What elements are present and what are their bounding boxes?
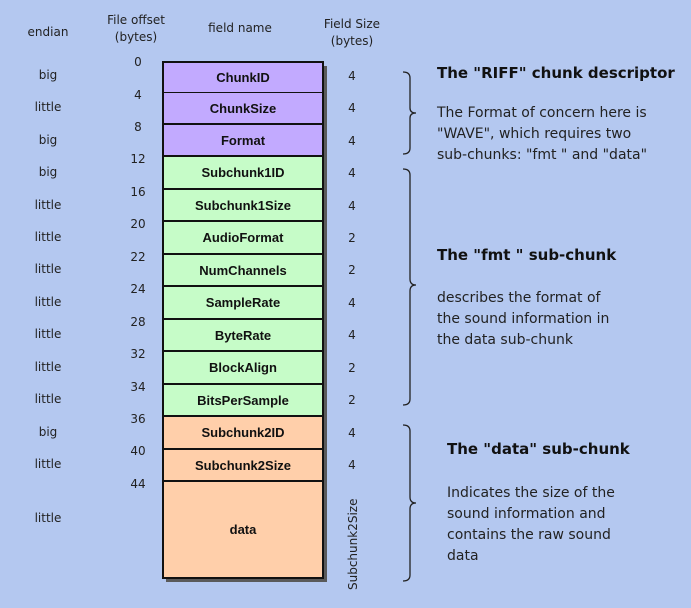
- field-subchunk1id: Subchunk1ID: [162, 157, 324, 190]
- offset-label: 4: [134, 88, 142, 102]
- field-chunksize: ChunkSize: [162, 93, 324, 125]
- endian-label: little: [34, 457, 62, 471]
- field-size-label: 4: [348, 458, 356, 472]
- offset-label: 44: [130, 477, 146, 491]
- field-size-label: 4: [348, 134, 356, 148]
- field-numchannels: NumChannels: [162, 255, 324, 287]
- field-size-label: 4: [348, 166, 356, 180]
- field-subchunk2id: Subchunk2ID: [162, 417, 324, 450]
- endian-label: big: [38, 68, 58, 82]
- field-subchunk1size: Subchunk1Size: [162, 190, 324, 222]
- offset-label: 0: [134, 55, 142, 69]
- field-size-label: 2: [348, 231, 356, 245]
- endian-label: little: [34, 392, 62, 406]
- file-offset-header: File offset (bytes): [96, 12, 176, 46]
- offset-label: 24: [130, 282, 146, 296]
- offset-label: 16: [130, 185, 146, 199]
- endian-label: little: [34, 360, 62, 374]
- field-subchunk2size: Subchunk2Size: [162, 450, 324, 482]
- endian-header: endian: [27, 25, 69, 39]
- field-audioformat: AudioFormat: [162, 222, 324, 255]
- field-size-label: 4: [348, 199, 356, 213]
- fmt-brace-icon: [402, 168, 417, 406]
- endian-label: little: [34, 262, 62, 276]
- field-format: Format: [162, 125, 324, 157]
- endian-label: big: [38, 133, 58, 147]
- field-size-label: 4: [348, 69, 356, 83]
- field-size-header-line1: Field Size: [323, 17, 381, 31]
- endian-label: little: [34, 511, 62, 525]
- offset-label: 12: [130, 152, 146, 166]
- field-data: data: [162, 482, 324, 579]
- offset-label: 22: [130, 250, 146, 264]
- offset-label: 36: [130, 412, 146, 426]
- fmt-description: describes the format of the sound inform…: [437, 290, 610, 348]
- field-bitspersample: BitsPerSample: [162, 385, 324, 417]
- endian-label: little: [34, 230, 62, 244]
- data-description: Indicates the size of the sound informat…: [447, 485, 615, 564]
- field-samplerate: SampleRate: [162, 287, 324, 320]
- data-title: The "data" sub-chunk: [447, 440, 630, 458]
- field-size-label: 2: [348, 263, 356, 277]
- field-name-header: field name: [208, 21, 272, 35]
- field-byterate: ByteRate: [162, 320, 324, 352]
- field-size-header-line2: (bytes): [330, 34, 374, 48]
- endian-label: little: [34, 198, 62, 212]
- endian-label: little: [34, 100, 62, 114]
- endian-label: little: [34, 327, 62, 341]
- data-brace-icon: [402, 424, 417, 582]
- endian-label: big: [38, 165, 58, 179]
- riff-brace-icon: [402, 71, 417, 155]
- field-blockalign: BlockAlign: [162, 352, 324, 385]
- offset-label: 34: [130, 380, 146, 394]
- field-size-label: 4: [348, 328, 356, 342]
- field-chunkid: ChunkID: [162, 61, 324, 94]
- endian-label: big: [38, 425, 58, 439]
- offset-label: 8: [134, 120, 142, 134]
- offset-label: 20: [130, 217, 146, 231]
- file-offset-header-line1: File offset: [107, 13, 165, 27]
- endian-label: little: [34, 295, 62, 309]
- field-size-label: 4: [348, 426, 356, 440]
- offset-label: 32: [130, 347, 146, 361]
- field-size-label: 4: [348, 296, 356, 310]
- fmt-title: The "fmt " sub-chunk: [437, 246, 617, 264]
- offset-label: 40: [130, 444, 146, 458]
- file-offset-header-line2: (bytes): [114, 30, 158, 44]
- offset-label: 28: [130, 315, 146, 329]
- field-size-header: Field Size (bytes): [314, 16, 390, 50]
- riff-title: The "RIFF" chunk descriptor: [437, 64, 675, 82]
- riff-description: The Format of concern here is "WAVE", wh…: [437, 105, 648, 163]
- field-size-label: 2: [348, 393, 356, 407]
- data-size-vertical-label: Subchunk2Size: [346, 498, 360, 590]
- field-size-label: 4: [348, 101, 356, 115]
- field-size-label: 2: [348, 361, 356, 375]
